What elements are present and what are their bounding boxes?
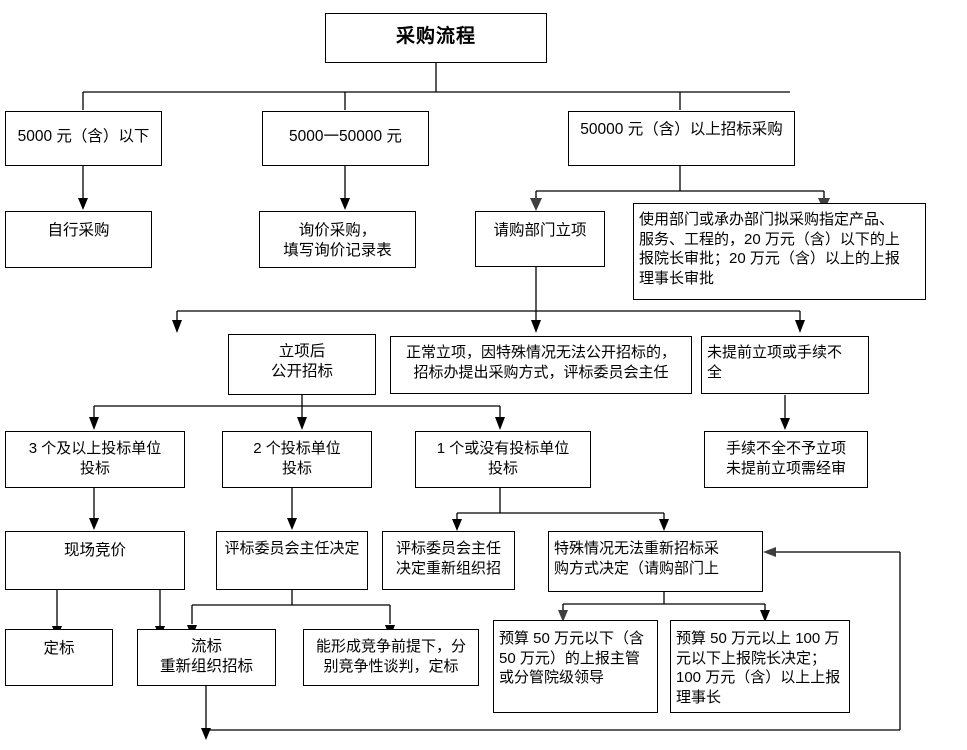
node-tier3[interactable]: 50000 元（含）以上招标采购 — [568, 111, 795, 166]
node-failed-label: 流标 重新组织招标 — [159, 638, 253, 676]
node-budget100-label: 预算 50 万元以上 100 万 元以下上报院长决定； 100 万元（含）以上上… — [676, 630, 841, 706]
node-root-label: 采购流程 — [395, 25, 476, 47]
node-bidders3-label: 3 个及以上投标单位 投标 — [28, 440, 162, 477]
node-special[interactable]: 特殊情况无法重新招标采 购方式决定（请购部门上 — [548, 531, 763, 592]
node-tier1-label: 5000 元（含）以下 — [17, 128, 150, 146]
node-tier3-label: 50000 元（含）以上招标采购 — [580, 121, 783, 138]
node-chair-dec-label: 评标委员会主任决定 — [224, 540, 360, 557]
node-bidders2[interactable]: 2 个投标单位 投标 — [222, 431, 372, 488]
node-budget50[interactable]: 预算 50 万元以下（含 50 万元）的上报主管 或分管院级领导 — [493, 620, 658, 713]
node-chair-re-label: 评标委员会主任 决定重新组织招 — [395, 540, 501, 577]
node-failed[interactable]: 流标 重新组织招标 — [137, 629, 276, 686]
node-incomplete[interactable]: 手续不全不予立项 未提前立项需经审 — [704, 431, 868, 488]
node-designated-label: 使用部门或承办部门拟采购指定产品、 服务、工程的，20 万元（含）以下的上 报院… — [639, 211, 900, 287]
node-normal-item[interactable]: 正常立项，因特殊情况无法公开招标的， 招标办提出采购方式，评标委员会主任 — [390, 336, 692, 394]
node-tier2[interactable]: 5000一50000 元 — [262, 111, 429, 166]
node-tier1[interactable]: 5000 元（含）以下 — [5, 111, 162, 166]
node-bidders1-label: 1 个或没有投标单位 投标 — [436, 440, 570, 477]
node-designated[interactable]: 使用部门或承办部门拟采购指定产品、 服务、工程的，20 万元（含）以下的上 报院… — [633, 203, 926, 300]
node-budget100[interactable]: 预算 50 万元以上 100 万 元以下上报院长决定； 100 万元（含）以上上… — [670, 620, 850, 713]
node-inquiry-label: 询价采购， 填写询价记录表 — [283, 222, 392, 260]
node-public-bid[interactable]: 立项后 公开招标 — [228, 334, 376, 395]
node-bidders1[interactable]: 1 个或没有投标单位 投标 — [415, 431, 591, 488]
node-normal-item-label: 正常立项，因特殊情况无法公开招标的， 招标办提出采购方式，评标委员会主任 — [405, 344, 676, 381]
node-self-buy[interactable]: 自行采购 — [5, 211, 152, 268]
node-public-bid-label: 立项后 公开招标 — [270, 343, 333, 381]
node-negotiate-label: 能形成竞争前提下，分 别竞争性谈判，定标 — [315, 638, 466, 675]
node-award[interactable]: 定标 — [5, 629, 113, 686]
node-negotiate[interactable]: 能形成竞争前提下，分 别竞争性谈判，定标 — [303, 629, 479, 686]
node-incomplete-label: 手续不全不予立项 未提前立项需经审 — [725, 440, 846, 477]
node-onsite[interactable]: 现场竞价 — [5, 531, 185, 590]
node-root[interactable]: 采购流程 — [325, 13, 547, 63]
node-onsite-label: 现场竞价 — [63, 542, 126, 559]
node-budget50-label: 预算 50 万元以下（含 50 万元）的上报主管 或分管院级领导 — [499, 630, 645, 686]
node-chair-dec[interactable]: 评标委员会主任决定 — [216, 531, 368, 590]
node-award-label: 定标 — [43, 640, 75, 657]
node-self-buy-label: 自行采购 — [47, 222, 110, 239]
node-bidders2-label: 2 个投标单位 投标 — [253, 440, 341, 477]
node-dept-apply[interactable]: 请购部门立项 — [475, 211, 605, 267]
node-no-apply-label: 未提前立项或手续不 全 — [707, 344, 843, 381]
node-chair-re[interactable]: 评标委员会主任 决定重新组织招 — [382, 531, 515, 590]
node-tier2-label: 5000一50000 元 — [289, 128, 402, 146]
node-dept-apply-label: 请购部门立项 — [493, 222, 587, 239]
node-no-apply[interactable]: 未提前立项或手续不 全 — [701, 336, 869, 394]
node-bidders3[interactable]: 3 个及以上投标单位 投标 — [5, 431, 185, 488]
node-inquiry[interactable]: 询价采购， 填写询价记录表 — [259, 211, 416, 268]
node-special-label: 特殊情况无法重新招标采 购方式决定（请购部门上 — [554, 540, 720, 577]
